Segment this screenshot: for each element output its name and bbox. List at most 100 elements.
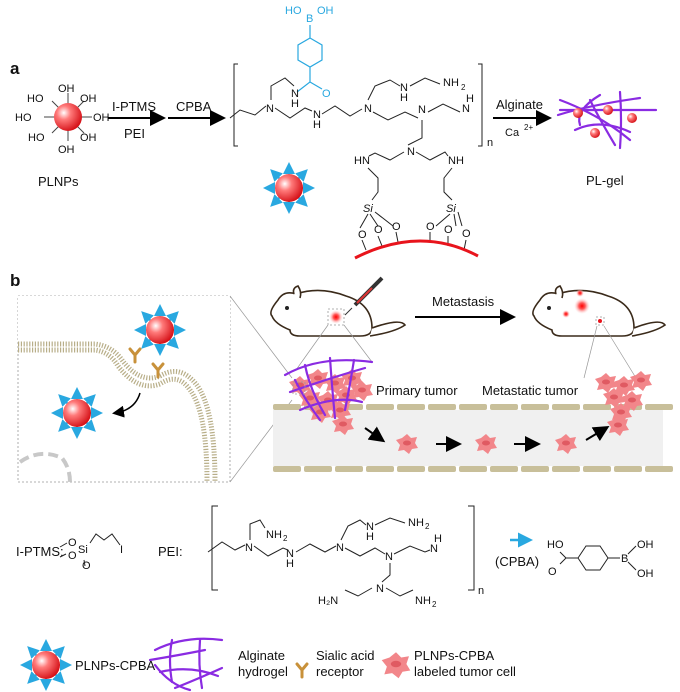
legend: PLNPs-CPBA Alginate hydrogel Sialic acid… [24,637,516,692]
svg-text:n: n [487,137,493,149]
svg-text:OH: OH [93,112,110,124]
svg-text:H: H [466,93,474,105]
legend-label-alginate: Alginate [238,648,285,663]
svg-text:O: O [322,88,331,100]
vessel-wall-segment [552,466,580,472]
svg-text:N: N [291,88,299,100]
reagent-calcium-charge: 2+ [524,123,533,132]
vessel-wall-segment [614,466,642,472]
mouse-primary [270,276,407,337]
svg-text:N: N [407,146,415,158]
nanoparticle-surface [354,239,479,260]
svg-text:N: N [385,551,393,563]
svg-text:O: O [68,537,77,549]
vessel-wall-segment [459,404,487,410]
svg-text:H: H [286,558,294,570]
svg-text:N: N [313,109,321,121]
legend-label-sialic-acid: Sialic acid [316,648,375,663]
pl-gel-illustration [556,90,658,150]
svg-text:OH: OH [637,539,654,551]
cpba-label: (CPBA) [495,554,539,569]
svg-text:2: 2 [432,600,437,609]
vessel-wall-segment [273,466,301,472]
svg-text:NH: NH [408,517,424,529]
svg-text:HO: HO [27,93,44,105]
svg-text:O: O [426,221,435,233]
alginate-hydrogel-icon [148,637,224,692]
plnps-label: PLNPs [38,174,79,189]
svg-text:OH: OH [58,83,75,95]
vessel-wall-segment [490,466,518,472]
svg-text:O: O [392,221,401,233]
svg-text:N: N [336,542,344,554]
plnp-cpba-particle [267,166,311,210]
svg-text:H: H [313,119,321,131]
svg-text:O: O [68,550,77,562]
primary-tumor [283,356,374,435]
svg-text:n: n [478,585,484,597]
vessel-wall-segment [397,466,425,472]
svg-text:OH: OH [80,132,97,144]
panel-b-label: b [10,271,20,290]
svg-text:Si: Si [446,203,456,215]
svg-text:OH: OH [58,144,75,156]
svg-text:O: O [462,228,471,240]
cpba-structure: HO O B OH OH [547,539,654,580]
primary-tumor-label: Primary tumor [376,383,458,398]
vessel-wall-segment [521,466,549,472]
svg-text:N: N [400,82,408,94]
vessel-wall-segment [397,404,425,410]
svg-text:HO: HO [547,539,564,551]
svg-text:HO: HO [15,112,32,124]
pei-cpba-structure: N N H N H N N H NH 2 N N H n N HN NH Si … [229,63,493,260]
cell-uptake-inset [17,295,231,483]
metastasis-label: Metastasis [432,294,495,309]
svg-text:N: N [462,103,470,115]
svg-text:2: 2 [283,534,288,543]
boronic-acid-group: HO B OH O [285,5,334,100]
svg-text:H: H [291,98,299,110]
vessel-wall-segment [583,466,611,472]
svg-text:O: O [548,566,557,578]
svg-text:B: B [306,13,313,25]
legend-label-labeled-cell: labeled tumor cell [414,664,516,679]
vessel-wall-segment [552,404,580,410]
svg-text:H: H [366,531,374,543]
svg-text:N: N [376,583,384,595]
iptms-structure: O O Si O I [59,533,123,572]
svg-text:N: N [366,521,374,533]
vessel-wall-segment [428,404,456,410]
svg-text:N: N [266,103,274,115]
sialic-acid-receptor-icon [295,662,309,679]
vessel-wall-segment [490,404,518,410]
svg-text:2: 2 [461,83,466,92]
vessel-wall-segment [645,466,673,472]
labeled-tumor-cell-icon [381,652,411,679]
legend-label-hydrogel: hydrogel [238,664,288,679]
svg-text:OH: OH [637,568,654,580]
reagent-calcium: Ca [505,127,520,139]
svg-text:H: H [434,533,442,545]
svg-text:Si: Si [78,544,88,556]
reagent-pei: PEI [124,126,145,141]
pei-structure: n N NH 2 N H N N H NH 2 N N H N H₂N NH 2 [207,505,484,609]
legend-label-plnps-cpba: PLNPs-CPBA [75,658,156,673]
svg-text:O: O [358,229,367,241]
svg-text:2: 2 [425,522,430,531]
svg-text:HO: HO [285,5,302,17]
panel-a-label: a [10,59,20,78]
svg-text:N: N [418,104,426,116]
legend-label-plnps-cpba-2: PLNPs-CPBA [414,648,495,663]
iptms-label: I-PTMS: [16,544,64,559]
svg-text:N: N [364,103,372,115]
svg-text:NH: NH [415,595,431,607]
vessel-wall-segment [645,404,673,410]
reagent-alginate: Alginate [496,97,543,112]
svg-text:O: O [82,560,91,572]
svg-text:OH: OH [80,93,97,105]
vessel-wall-segment [273,404,301,410]
pei-label: PEI: [158,544,183,559]
mouse-metastatic [532,285,667,337]
vessel-wall-segment [521,404,549,410]
